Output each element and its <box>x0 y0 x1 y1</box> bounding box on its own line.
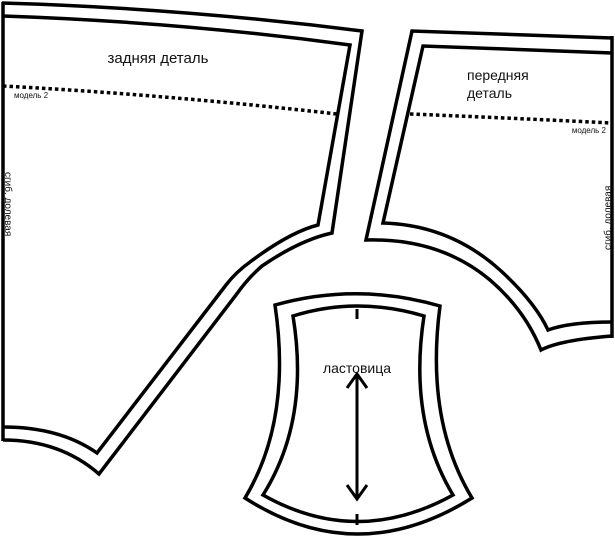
back-piece: задняя деталь модель 2 сгиб, долевая <box>1 1 364 477</box>
back-piece-outer-seam <box>1 1 364 477</box>
front-piece-fold-label: сгиб, долевая <box>602 186 614 250</box>
front-piece: передняя деталь модель 2 сгиб, долевая <box>363 29 614 353</box>
gusset-inner-cut <box>260 304 456 524</box>
gusset-piece: ластовица <box>242 292 475 536</box>
back-piece-fold-label: сгиб, долевая <box>2 172 14 236</box>
back-piece-model2-line <box>2 84 338 116</box>
front-piece-model2-line <box>409 112 613 125</box>
front-piece-inner-cut <box>380 44 613 333</box>
gusset-outer-seam <box>242 292 475 536</box>
back-piece-title: задняя деталь <box>108 50 209 67</box>
front-piece-model2-label: модель 2 <box>572 126 607 135</box>
gusset-title: ластовица <box>323 360 391 376</box>
front-piece-title-line1: передняя <box>467 67 529 83</box>
front-piece-title-line2: деталь <box>467 85 512 101</box>
front-piece-outer-seam <box>363 29 613 353</box>
back-piece-inner-cut <box>2 14 353 456</box>
grainline-arrow-icon <box>345 371 369 502</box>
back-piece-model2-label: модель 2 <box>14 91 49 100</box>
